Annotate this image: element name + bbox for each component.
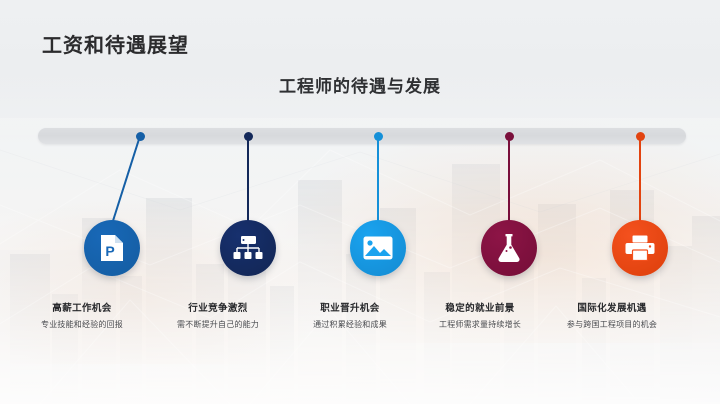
image-icon [363,236,393,260]
icon-circle-stable-employment[interactable] [481,220,537,276]
node-caption: 国际化发展机遇参与跨国工程项目的机会 [546,302,678,331]
flask-icon [496,233,522,263]
node-caption: 稳定的就业前景工程师需求量持续增长 [414,302,546,331]
sitemap-icon [233,235,263,261]
node-caption: 高薪工作机会专业技能和经验的回报 [16,302,148,331]
page-subtitle: 工程师的待遇与发展 [279,77,441,96]
node-description: 参与跨国工程项目的机会 [566,320,658,329]
timeline-bar [38,128,686,144]
node-title: 行业竞争激烈 [188,303,248,314]
node-title: 高薪工作机会 [52,303,112,314]
node-caption: 职业晋升机会通过积累经验和成果 [284,302,416,331]
timeline-marker-dot[interactable] [135,131,145,141]
document-p-icon: P [99,234,125,262]
node-description: 需不断提升自己的能力 [177,320,259,329]
icon-circle-career-promotion[interactable] [350,220,406,276]
timeline-marker-dot[interactable] [243,131,253,141]
background-header-panel [0,0,720,118]
icon-circle-fierce-competition[interactable] [220,220,276,276]
icon-circle-high-salary[interactable]: P [84,220,140,276]
node-description: 工程师需求量持续增长 [439,320,521,329]
timeline-marker-dot[interactable] [373,131,383,141]
timeline-marker-dot[interactable] [504,131,514,141]
node-title: 职业晋升机会 [320,303,380,314]
node-description: 专业技能和经验的回报 [41,320,123,329]
page-title: 工资和待遇展望 [42,35,189,57]
node-description: 通过积累经验和成果 [313,320,387,329]
svg-text:P: P [105,243,114,259]
node-caption: 行业竞争激烈需不断提升自己的能力 [152,302,284,331]
node-title: 稳定的就业前景 [445,303,515,314]
node-title: 国际化发展机遇 [577,303,647,314]
printer-icon [625,235,655,261]
timeline-marker-dot[interactable] [635,131,645,141]
icon-circle-global-development[interactable] [612,220,668,276]
